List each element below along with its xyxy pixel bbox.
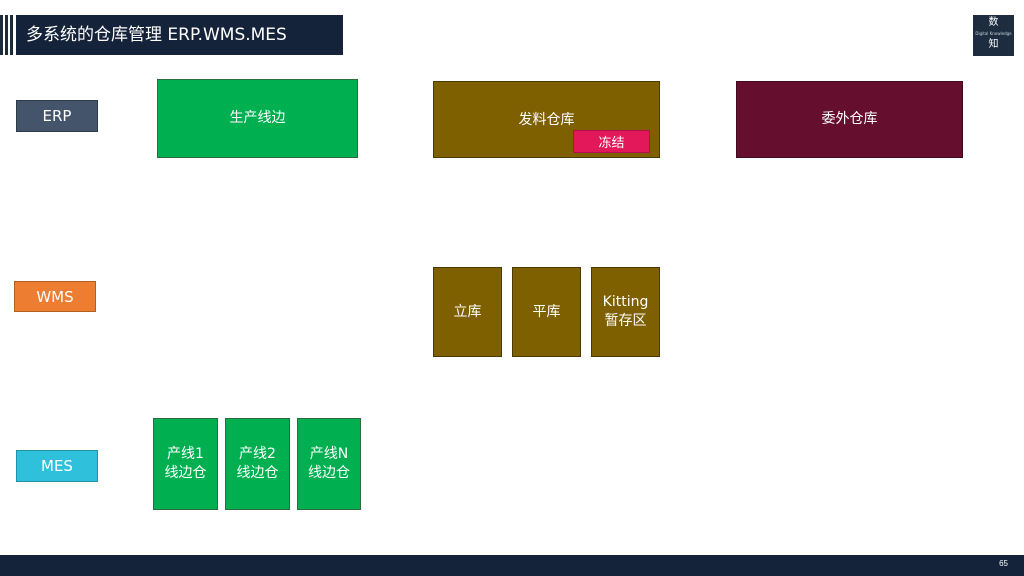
footer-bar: 65: [0, 555, 1024, 576]
production-line-side-box: 生产线边: [157, 79, 358, 158]
wms-label: WMS: [14, 281, 96, 312]
frozen-tag: 冻结: [573, 130, 650, 153]
flat-store-box: 平库: [512, 267, 581, 357]
issuing-warehouse-text: 发料仓库: [518, 112, 575, 128]
mes-line-name: 产线N: [309, 446, 349, 462]
mes-line-name: 产线2: [239, 446, 276, 462]
outsourced-warehouse-box: 委外仓库: [736, 81, 963, 158]
outsourced-warehouse-text: 委外仓库: [821, 111, 878, 127]
mes-line-box-2: 产线2 线边仓: [225, 418, 290, 510]
mes-line-name: 产线1: [167, 446, 204, 462]
mes-line-warehouse: 线边仓: [308, 465, 350, 481]
vertical-store-text: 立库: [453, 303, 482, 320]
page-title: 多系统的仓库管理 ERP.WMS.MES: [16, 15, 343, 55]
logo: 数 Digital Knowledge 知: [973, 15, 1014, 56]
mes-label: MES: [16, 450, 98, 482]
mes-line-box-1: 产线1 线边仓: [153, 418, 218, 510]
staging-area-text: 暂存区: [604, 313, 647, 329]
mes-line-warehouse: 线边仓: [164, 465, 207, 481]
mes-line-warehouse: 线边仓: [236, 465, 279, 481]
kitting-text: Kitting: [602, 294, 649, 310]
vertical-store-box: 立库: [433, 267, 502, 357]
logo-top-char: 数: [988, 17, 999, 28]
flat-store-text: 平库: [532, 303, 561, 320]
logo-small-text: Digital Knowledge: [975, 31, 1012, 36]
kitting-staging-box: Kitting 暂存区: [591, 267, 660, 357]
erp-label: ERP: [16, 100, 98, 132]
page-number: 65: [999, 559, 1008, 568]
logo-bottom-char: 知: [988, 39, 999, 50]
mes-line-box-n: 产线N 线边仓: [297, 418, 361, 510]
production-line-side-text: 生产线边: [229, 110, 286, 126]
